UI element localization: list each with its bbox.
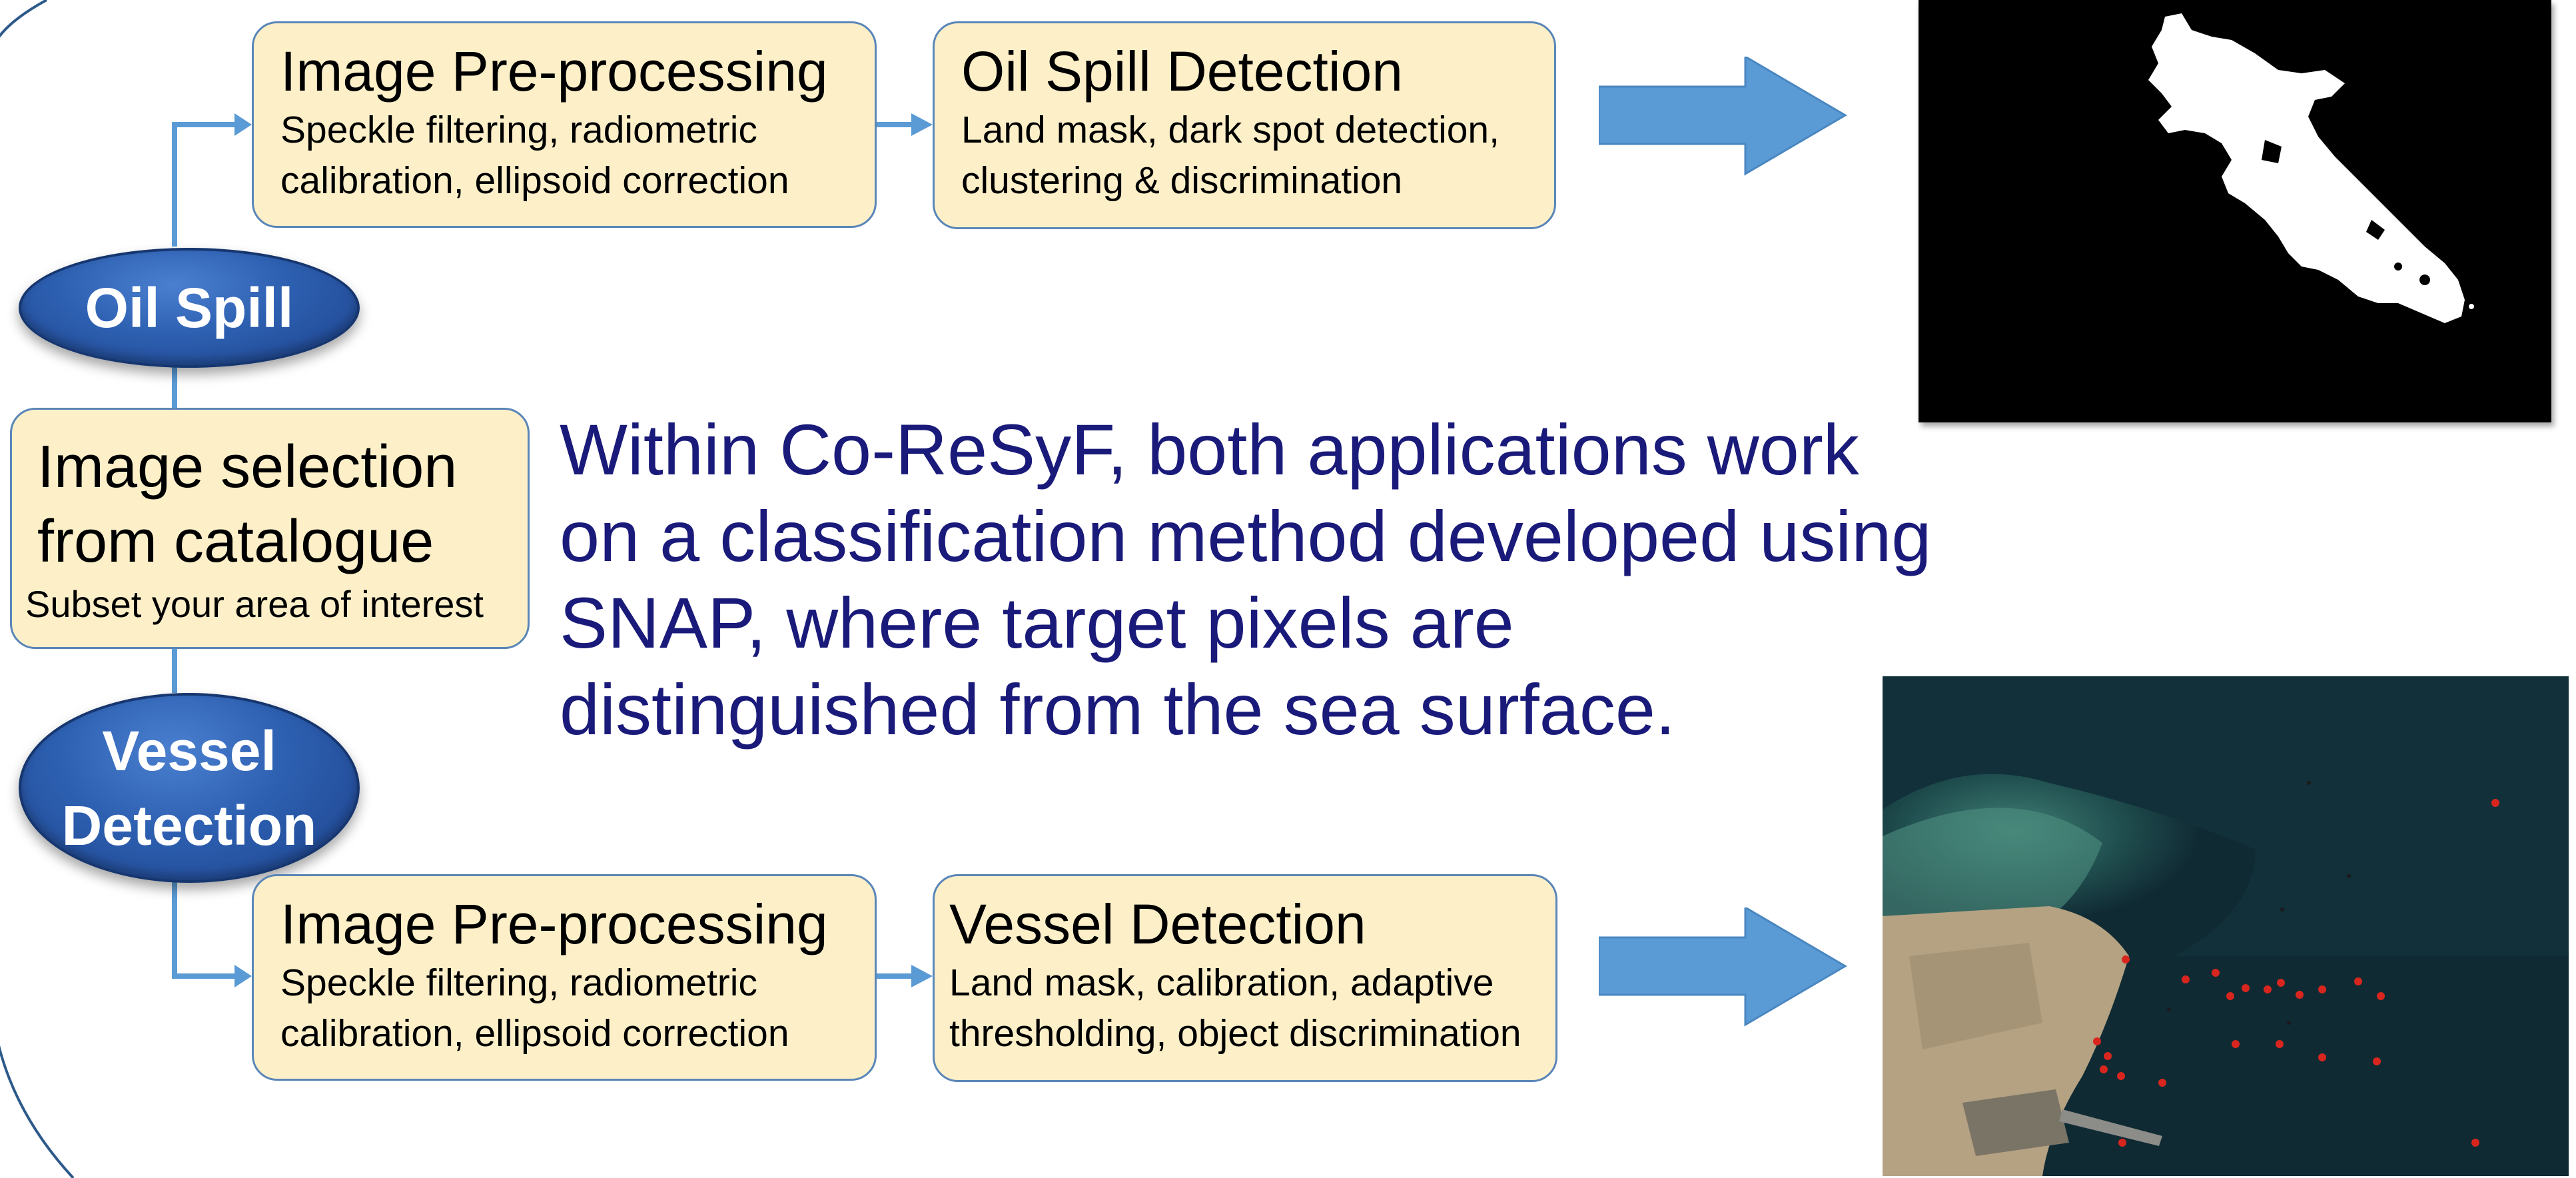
vessel-preprocessing-title: Image Pre-processing [280, 893, 828, 955]
oil-detection-line1: Land mask, dark spot detection, [961, 109, 1500, 151]
vessel-detection-title: Vessel Detection [949, 893, 1366, 955]
vessel-preprocessing-line2: calibration, ellipsoid correction [280, 1012, 789, 1055]
oil-preprocessing-box: Image Pre-processing Speckle filtering, … [252, 21, 877, 228]
oil-spill-ellipse: Oil Spill [19, 248, 360, 368]
description-text: Within Co-ReSyF, both applications work … [560, 409, 1932, 750]
vessel-label-line2: Detection [61, 794, 317, 857]
oil-detection-box: Oil Spill Detection Land mask, dark spot… [933, 21, 1556, 229]
vessel-detection-line1: Land mask, calibration, adaptive [949, 961, 1494, 1004]
selection-subtitle: Subset your area of interest [25, 583, 484, 625]
oil-detection-line2: clustering & discrimination [961, 159, 1403, 202]
background-arc [0, 0, 75, 1178]
oil-preprocessing-title: Image Pre-processing [280, 40, 828, 103]
oil-spill-result-image [1919, 0, 2551, 422]
oil-preprocessing-line2: calibration, ellipsoid correction [280, 159, 789, 202]
vessel-detection-line2: thresholding, object discrimination [949, 1012, 1521, 1055]
arrow-right-icon [1599, 57, 1847, 176]
vessel-detection-box: Vessel Detection Land mask, calibration,… [933, 874, 1557, 1082]
oil-preprocessing-line1: Speckle filtering, radiometric [280, 109, 757, 151]
vessel-preprocessing-line1: Speckle filtering, radiometric [280, 961, 757, 1004]
image-selection-box: Image selection from catalogue Subset yo… [10, 408, 530, 649]
selection-line1: Image selection [37, 434, 458, 500]
vessel-preprocessing-box: Image Pre-processing Speckle filtering, … [252, 874, 877, 1081]
oil-spill-label: Oil Spill [85, 277, 294, 339]
selection-line2: from catalogue [37, 508, 434, 575]
oil-detection-title: Oil Spill Detection [961, 40, 1403, 103]
arrow-right-icon [1599, 907, 1847, 1027]
vessel-label-line1: Vessel [102, 719, 276, 782]
vessel-result-image [1883, 676, 2569, 1176]
vessel-detection-ellipse: Vessel Detection [19, 693, 360, 883]
